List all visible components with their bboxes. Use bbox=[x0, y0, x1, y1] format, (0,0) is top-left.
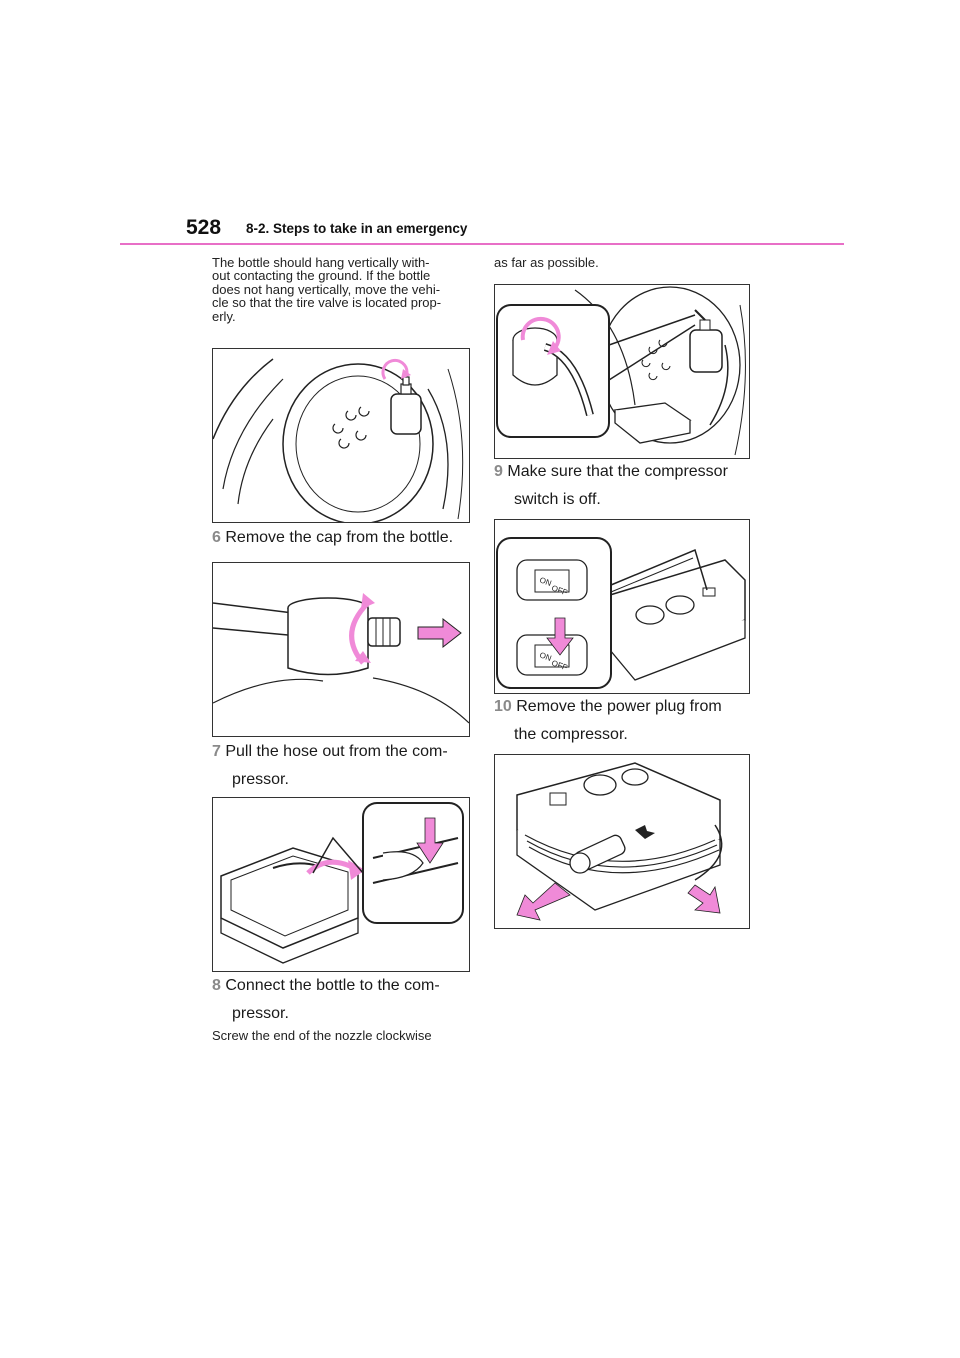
step-6-text: Remove the cap from the bottle. bbox=[225, 529, 454, 546]
figure-bottle-on-valve bbox=[212, 348, 470, 523]
step-10-line1: Remove the power plug from bbox=[516, 698, 722, 715]
figure-remove-plug bbox=[494, 754, 750, 929]
intro-line: erly. bbox=[212, 308, 236, 324]
section-title: 8-2. Steps to take in an emergency bbox=[246, 221, 468, 236]
switch-on-label-top: ON bbox=[538, 575, 553, 588]
figure-connect-bottle bbox=[494, 284, 750, 459]
switch-off-illustration: ON OFF ON OFF bbox=[496, 537, 746, 689]
pull-hose-illustration bbox=[220, 802, 464, 964]
figure-remove-cap bbox=[212, 562, 470, 737]
step-9-line2: switch is off. bbox=[514, 491, 601, 508]
step-8-number: 8 bbox=[212, 977, 221, 994]
step-6-number: 6 bbox=[212, 529, 221, 546]
remove-plug-illustration bbox=[516, 762, 723, 921]
step-7-number: 7 bbox=[212, 743, 221, 760]
connect-bottle-illustration bbox=[496, 286, 746, 456]
step-9-number: 9 bbox=[494, 463, 503, 480]
figure-pull-hose bbox=[212, 797, 470, 972]
step-6: 6 Remove the cap from the bottle. bbox=[212, 524, 474, 552]
figure-switch-off: ON OFF ON OFF bbox=[494, 519, 750, 694]
page-number: 528 bbox=[186, 216, 222, 239]
step-9-line1: Make sure that the compressor bbox=[507, 463, 728, 480]
step-8-note: Screw the end of the nozzle clockwise bbox=[212, 1028, 432, 1043]
step-7-line2: pressor. bbox=[232, 771, 289, 788]
intro-line: cle so that the tire valve is located pr… bbox=[212, 295, 442, 311]
bottle-on-valve-illustration bbox=[213, 358, 464, 522]
step-7-line1: Pull the hose out from the com- bbox=[225, 743, 448, 760]
switch-on-label-bottom: ON bbox=[538, 650, 553, 663]
step-10: 10 Remove the power plug from the compre… bbox=[494, 693, 756, 749]
step-8-line2: pressor. bbox=[232, 1005, 289, 1022]
intro-line: out contacting the ground. If the bottle bbox=[212, 268, 431, 284]
step-9: 9 Make sure that the compressor switch i… bbox=[494, 458, 756, 514]
intro-paragraph: The bottle should hang vertically with- … bbox=[212, 256, 472, 323]
header-rule bbox=[120, 243, 844, 245]
intro-line: The bottle should hang vertically with- bbox=[212, 255, 430, 270]
step-10-line2: the compressor. bbox=[514, 726, 628, 743]
step-8: 8 Connect the bottle to the com- pressor… bbox=[212, 972, 474, 1028]
step-10-number: 10 bbox=[494, 698, 512, 715]
step-8-line1: Connect the bottle to the com- bbox=[225, 977, 440, 994]
step-7: 7 Pull the hose out from the com- presso… bbox=[212, 738, 474, 794]
remove-cap-illustration bbox=[213, 593, 469, 724]
intro-line: does not hang vertically, move the vehi- bbox=[212, 281, 441, 297]
continued-text: as far as possible. bbox=[494, 255, 599, 270]
